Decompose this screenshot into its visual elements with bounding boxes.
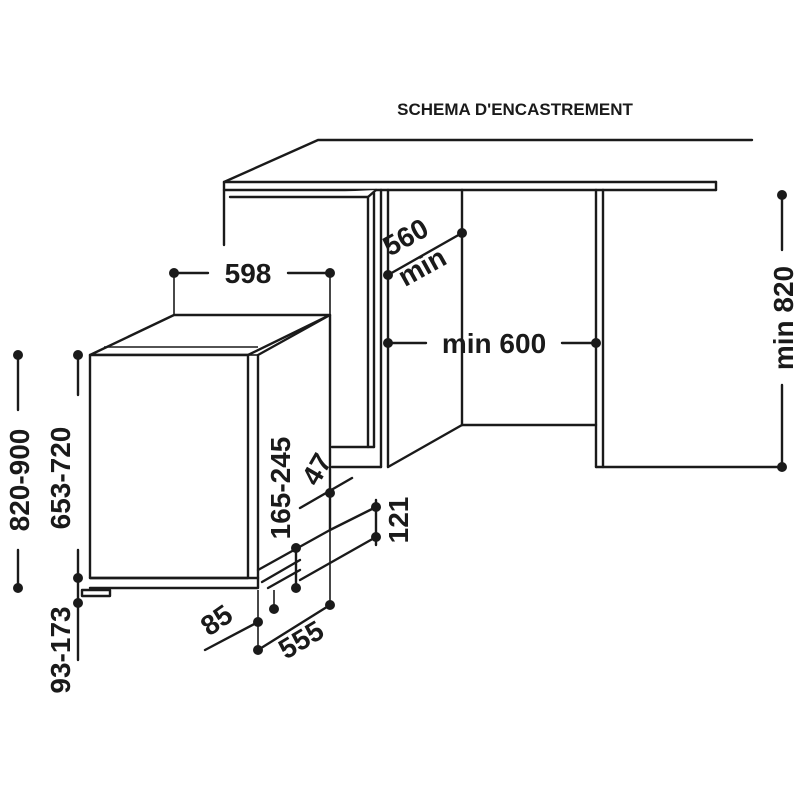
dim-min-820: min 820: [768, 190, 799, 472]
dim-560: 560 min: [378, 212, 467, 293]
right-cabinet: [594, 188, 784, 469]
dim-93-173: 93-173: [45, 576, 83, 694]
dim-121-label: 121: [383, 497, 414, 544]
dim-555-label: 555: [273, 615, 329, 666]
dim-min-600: min 600: [383, 328, 601, 359]
worktop: [222, 138, 754, 192]
dim-93-173-label: 93-173: [45, 606, 76, 693]
dim-165-245: 165-245: [265, 437, 301, 593]
dim-121: 121: [298, 497, 414, 582]
dim-min-600-label: min 600: [442, 328, 546, 359]
dim-820-900-label: 820-900: [4, 429, 35, 532]
dim-85: 85: [195, 590, 279, 652]
dim-165-245-label: 165-245: [265, 437, 296, 540]
diagram-title: SCHEMA D'ENCASTREMENT: [397, 100, 633, 119]
dim-653-720: 653-720: [45, 350, 83, 583]
dim-653-720-label: 653-720: [45, 427, 76, 530]
dim-598-label: 598: [225, 258, 272, 289]
left-cabinet: [222, 188, 378, 449]
dishwasher: [80, 313, 332, 598]
dim-598: 598: [169, 258, 335, 315]
dim-820-900: 820-900: [4, 350, 35, 593]
dim-min-820-label: min 820: [768, 266, 799, 370]
